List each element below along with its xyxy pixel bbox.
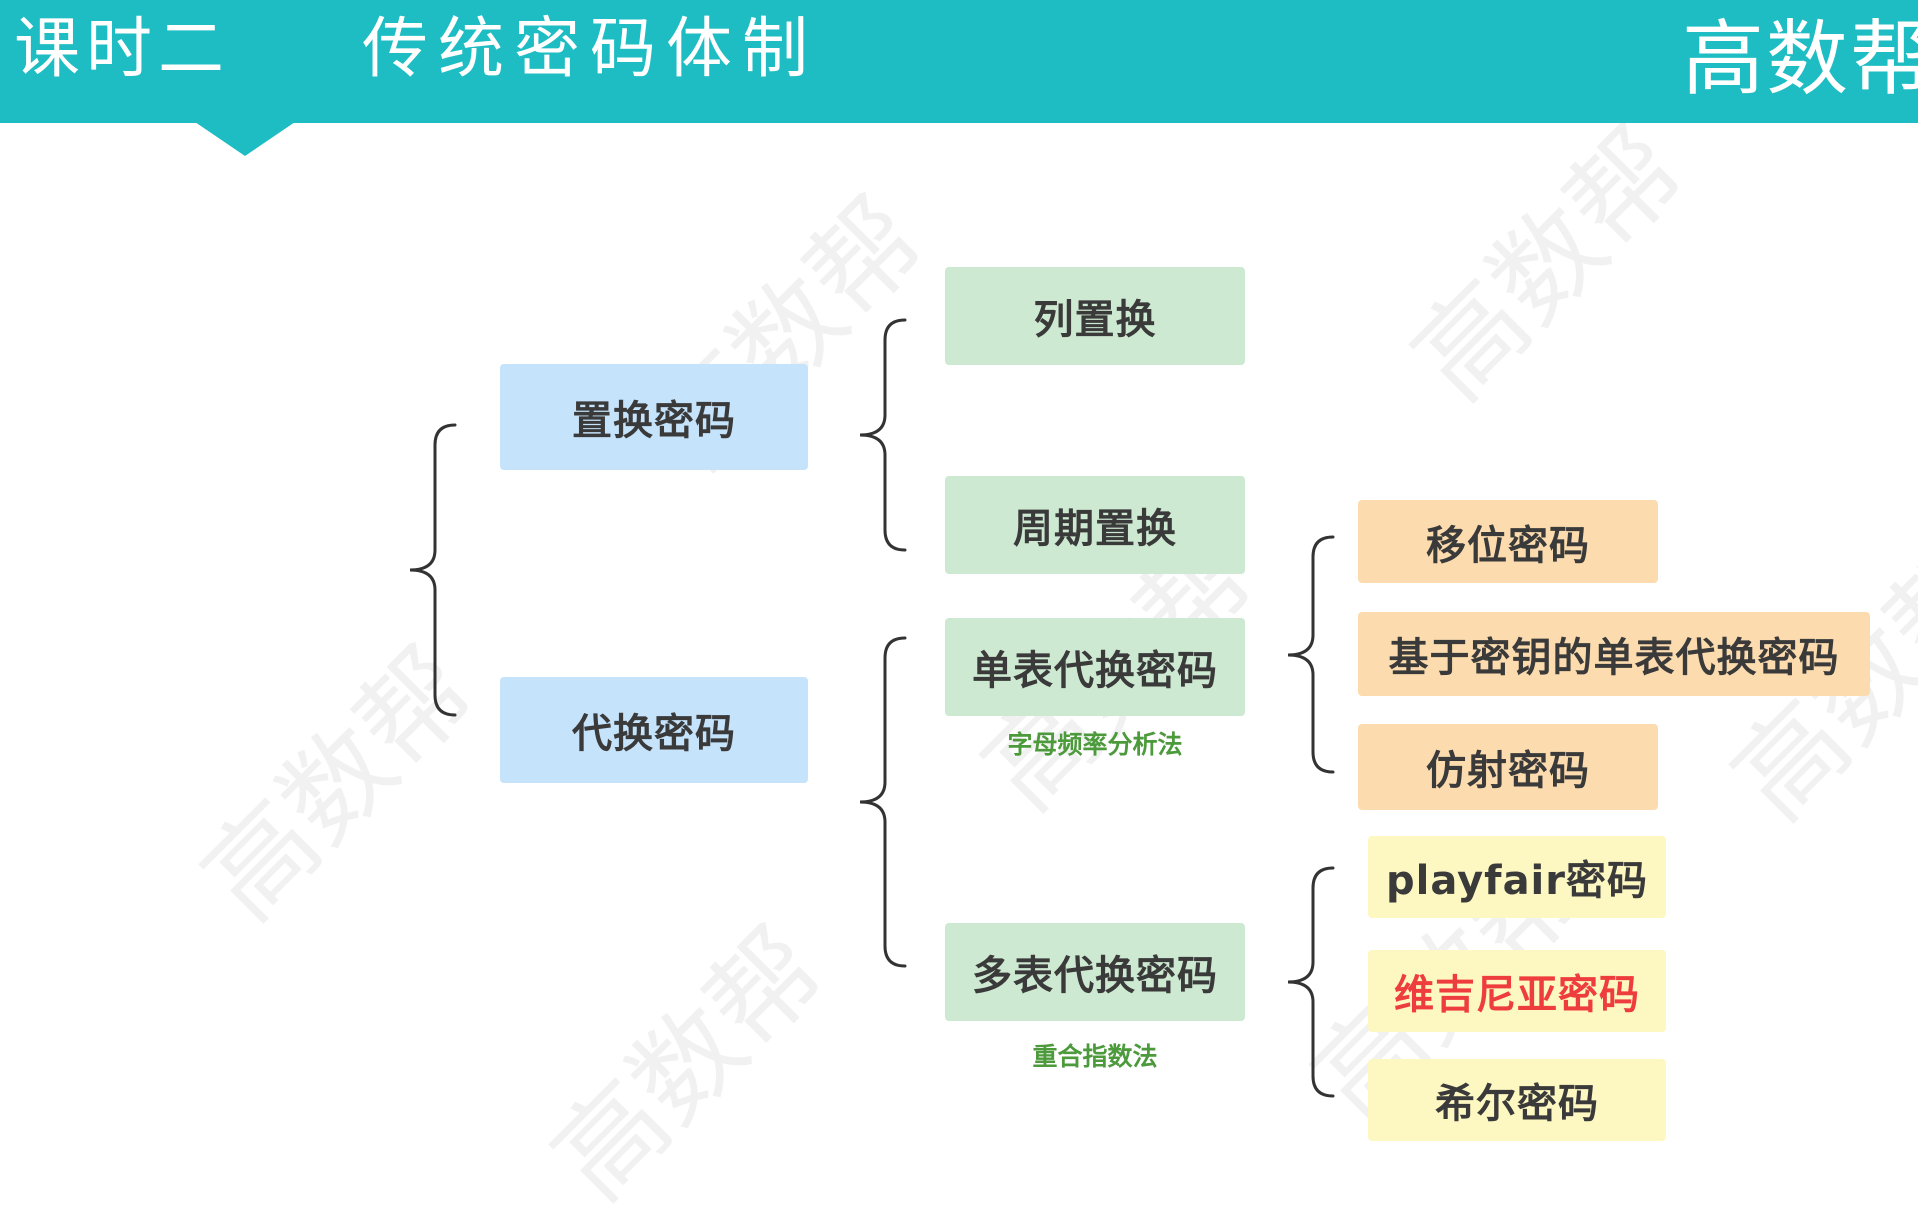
brace-polyalphabetic [1287, 866, 1335, 1098]
node-monoalphabetic-substitution: 单表代换密码 [945, 618, 1245, 716]
node-column-transposition: 列置换 [945, 267, 1245, 365]
brace-connectors [409, 318, 1335, 1098]
node-substitution-cipher: 代换密码 [500, 677, 808, 783]
header-bar: 课时二 传统密码体制 高数帮 [0, 0, 1918, 123]
lesson-label: 课时二 [14, 10, 230, 87]
brace-monoalphabetic [1287, 535, 1335, 774]
node-periodic-transposition: 周期置换 [945, 476, 1245, 574]
brace-root [409, 423, 457, 717]
node-playfair-cipher: playfair密码 [1368, 836, 1666, 918]
node-affine-cipher: 仿射密码 [1358, 724, 1658, 810]
node-hill-cipher: 希尔密码 [1368, 1059, 1666, 1141]
header-notch [195, 122, 295, 156]
note-index-of-coincidence: 重合指数法 [1032, 1042, 1158, 1071]
node-keyed-monoalphabetic-cipher: 基于密钥的单表代换密码 [1358, 612, 1870, 696]
brace-transposition [859, 318, 907, 552]
brand-logo: 高数帮 [1682, 12, 1918, 107]
brace-substitution [859, 636, 907, 968]
node-polyalphabetic-substitution: 多表代换密码 [945, 923, 1245, 1021]
node-shift-cipher: 移位密码 [1358, 500, 1658, 583]
note-letter-frequency-analysis: 字母频率分析法 [1007, 730, 1183, 759]
node-transposition-cipher: 置换密码 [500, 364, 808, 470]
page-title: 传统密码体制 [362, 10, 818, 87]
node-vigenere-cipher: 维吉尼亚密码 [1368, 950, 1666, 1032]
